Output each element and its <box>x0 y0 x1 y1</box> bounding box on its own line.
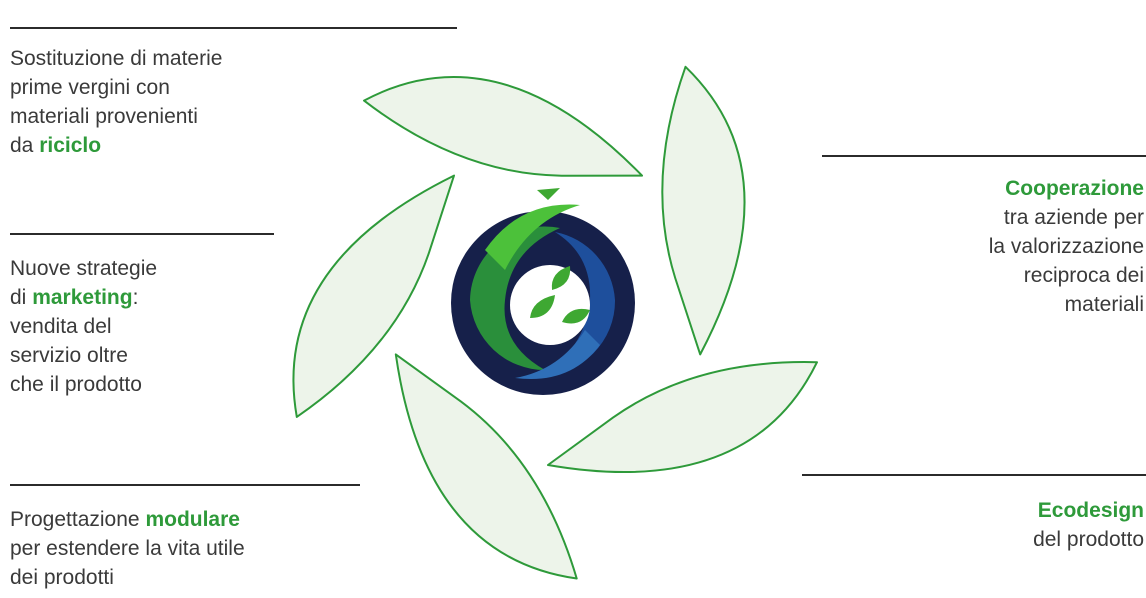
riciclo-line-3: materiali provenienti <box>10 105 198 128</box>
divider-modulare <box>10 484 360 486</box>
riciclo-line-2: prime vergini con <box>10 76 170 99</box>
text-modulare: Progettazione modulare per estendere la … <box>10 505 245 592</box>
ecodesign-highlight: Ecodesign <box>1037 499 1144 522</box>
marketing-line-5: che il prodotto <box>10 373 142 396</box>
cooperazione-highlight: Cooperazione <box>1005 177 1144 200</box>
modulare-line-3: dei prodotti <box>10 566 114 589</box>
text-marketing: Nuove strategie di marketing: vendita de… <box>10 254 157 399</box>
petal-arrow <box>394 353 578 580</box>
divider-cooperazione <box>822 155 1146 157</box>
riciclo-highlight: riciclo <box>39 134 102 157</box>
divider-ecodesign <box>802 474 1146 476</box>
cooperazione-line-1: tra aziende per <box>1003 206 1144 229</box>
petal-arrow <box>363 76 643 177</box>
logo-top-leaf-arrow <box>485 204 580 270</box>
logo-arrow-tip <box>537 188 560 200</box>
marketing-highlight: marketing <box>32 286 133 309</box>
marketing-line-4: servizio oltre <box>10 344 128 367</box>
logo-green-swirl <box>470 226 560 371</box>
ecodesign-line-1: del prodotto <box>1033 528 1144 551</box>
divider-riciclo <box>10 27 457 29</box>
riciclo-prefix: da <box>10 134 40 157</box>
text-riciclo: Sostituzione di materie prime vergini co… <box>10 44 222 160</box>
petal-arrow <box>292 174 455 418</box>
cooperazione-line-2: la valorizzazione <box>988 235 1144 258</box>
marketing-line-1: Nuove strategie <box>10 257 158 280</box>
modulare-line-2: per estendere la vita utile <box>10 537 245 560</box>
marketing-line-3: vendita del <box>10 315 112 338</box>
leaf-icon <box>562 308 590 324</box>
logo-blue-swirl <box>540 232 616 376</box>
riciclo-line-4: da riciclo <box>10 131 222 160</box>
text-ecodesign: Ecodesign del prodotto <box>1033 496 1144 554</box>
modulare-line-1: Progettazione modulare <box>10 505 245 534</box>
text-cooperazione: Cooperazione tra aziende per la valorizz… <box>989 174 1144 319</box>
logo-bottom-swirl <box>515 330 600 380</box>
cooperazione-line-4: materiali <box>1064 293 1144 316</box>
cooperazione-line-3: reciproca dei <box>1023 264 1144 287</box>
modulare-highlight: modulare <box>145 508 240 531</box>
modulare-prefix: Progettazione <box>10 508 146 531</box>
riciclo-line-1: Sostituzione di materie <box>10 47 223 70</box>
petal-arrow <box>661 65 746 356</box>
petal-ring <box>292 65 818 580</box>
marketing-prefix: di <box>10 286 33 309</box>
marketing-colon: : <box>132 286 139 309</box>
petal-arrow <box>547 361 818 474</box>
circular-economy-logo <box>451 188 635 395</box>
leaf-icon <box>530 295 555 318</box>
leaf-icon <box>551 266 571 290</box>
marketing-line-2: di marketing: <box>10 283 157 312</box>
divider-marketing <box>10 233 274 235</box>
